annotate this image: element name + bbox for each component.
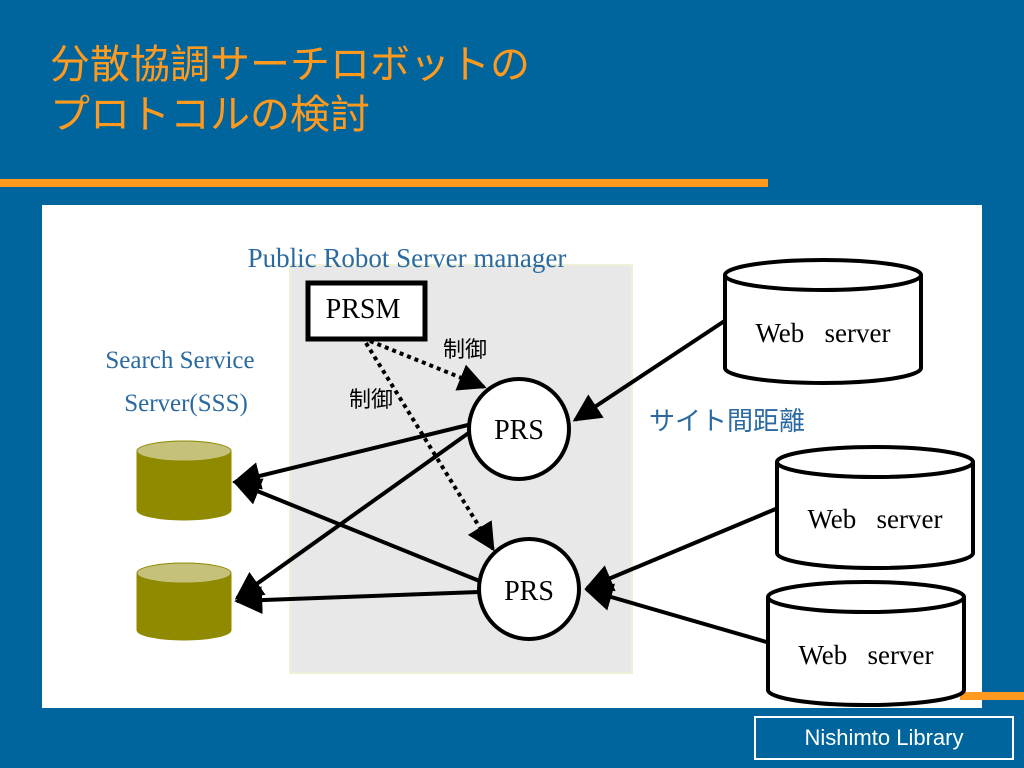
title-line-2: プロトコルの検討 [50, 92, 370, 138]
arrow-prs-lower-to-sss-upper [232, 478, 483, 584]
prs-lower-label: PRS [504, 576, 554, 607]
arrow-prs-upper-to-sss-upper [232, 423, 469, 490]
web-server-3[interactable]: Web server [766, 580, 966, 707]
arrow-prs-upper-to-sss-lower [234, 430, 472, 600]
arrow-web3-to-prs-lower [584, 583, 771, 645]
prs-node-upper[interactable]: PRS [467, 377, 571, 481]
arrow-web1-to-prs-upper [572, 318, 728, 422]
sss-database-lower[interactable] [136, 562, 232, 641]
web-server-1[interactable]: Web server [723, 258, 923, 385]
title-line-1: 分散協調サーチロボットの [50, 42, 530, 88]
title-divider [0, 179, 768, 187]
prsm-group-label: Public Robot Server manager [248, 243, 567, 273]
prs-upper-label: PRS [494, 415, 544, 446]
prs-node-lower[interactable]: PRS [477, 537, 581, 641]
control-label-upper: 制御 [443, 338, 487, 363]
arrow-web2-to-prs-lower [584, 506, 779, 592]
side-divider [960, 692, 1024, 700]
control-arrow-lower [364, 341, 495, 552]
web-server-1-label: Web server [755, 318, 890, 348]
control-label-lower: 制御 [349, 388, 393, 413]
web-server-2[interactable]: Web server [775, 445, 975, 570]
footer-credit: Nishimto Library [754, 716, 1014, 760]
prsm-label: PRSM [326, 294, 401, 325]
web-server-3-label: Web server [798, 640, 933, 670]
web-server-2-label: Web server [807, 504, 942, 534]
site-distance-label: サイト間距離 [649, 407, 805, 437]
prsm-node[interactable]: PRSM [305, 280, 428, 342]
sss-label-line-1: Search Service [105, 347, 254, 374]
sss-database-upper[interactable] [136, 440, 232, 521]
sss-label-line-2: Server(SSS) [124, 390, 248, 417]
arrow-prs-lower-to-sss-lower [234, 586, 480, 615]
slide-title: 分散協調サーチロボットの プロトコルの検討 [50, 40, 530, 140]
